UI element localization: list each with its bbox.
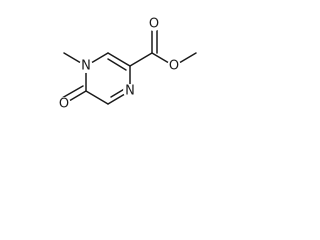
bond-c2-keto-o-double bbox=[61, 85, 84, 99]
atom-methyl-n: N bbox=[81, 59, 91, 74]
atom-ring-n: N bbox=[125, 84, 135, 99]
atom-bg-ester-o bbox=[167, 59, 181, 73]
molecule-diagram: N N O O O bbox=[57, 17, 197, 112]
atom-bg-ring-n bbox=[123, 84, 137, 98]
bond-c5-c6 bbox=[107, 52, 131, 67]
atom-carbonyl-o: O bbox=[149, 17, 159, 32]
bond-c5-carbonyl-c bbox=[129, 52, 153, 67]
atom-bg-carbonyl-o bbox=[147, 17, 161, 31]
atom-bg-methyl-n bbox=[79, 59, 93, 73]
bond-c2-c3 bbox=[85, 90, 109, 105]
atom-ester-o: O bbox=[169, 59, 179, 74]
atom-keto-o: O bbox=[59, 97, 69, 112]
atom-bg-keto-o bbox=[57, 97, 71, 111]
bond-c5-c6-double bbox=[107, 58, 127, 71]
